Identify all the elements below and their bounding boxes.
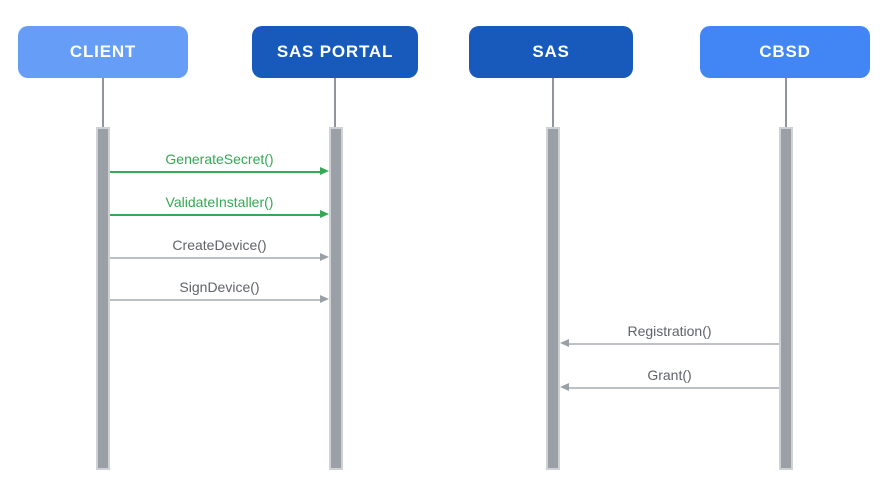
actor-label-client: CLIENT	[69, 42, 137, 61]
message-line	[568, 343, 779, 345]
message-label: ValidateInstaller()	[165, 194, 274, 210]
lifeline-sas	[552, 78, 554, 127]
arrowhead-right-icon	[320, 210, 329, 218]
arrowhead-right-icon	[320, 253, 329, 261]
message-line	[110, 214, 321, 216]
actor-box-cbsd: CBSD	[700, 26, 870, 78]
actor-label-cbsd: CBSD	[759, 42, 811, 61]
message-line	[110, 171, 321, 173]
arrowhead-right-icon	[320, 167, 329, 175]
message-label: Registration()	[627, 323, 712, 339]
lifeline-client	[102, 78, 104, 127]
arrowhead-right-icon	[320, 295, 329, 303]
activation-bar-cbsd	[779, 127, 793, 470]
activation-bar-client	[96, 127, 110, 470]
message-line	[568, 387, 779, 389]
message-label: SignDevice()	[179, 279, 260, 295]
message-label: GenerateSecret()	[165, 151, 274, 167]
activation-bar-sas-portal	[329, 127, 343, 470]
lifeline-cbsd	[785, 78, 787, 127]
message-line	[110, 257, 321, 259]
actor-label-sas: SAS	[532, 42, 570, 61]
message-label: CreateDevice()	[172, 237, 267, 253]
actor-label-sas-portal: SAS PORTAL	[276, 42, 394, 61]
actor-box-sas-portal: SAS PORTAL	[252, 26, 418, 78]
message-label: Grant()	[647, 367, 692, 383]
lifeline-sas-portal	[334, 78, 336, 127]
actor-box-sas: SAS	[469, 26, 633, 78]
arrowhead-left-icon	[560, 339, 569, 347]
activation-bar-sas	[546, 127, 560, 470]
actor-box-client: CLIENT	[18, 26, 188, 78]
arrowhead-left-icon	[560, 383, 569, 391]
message-line	[110, 299, 321, 301]
